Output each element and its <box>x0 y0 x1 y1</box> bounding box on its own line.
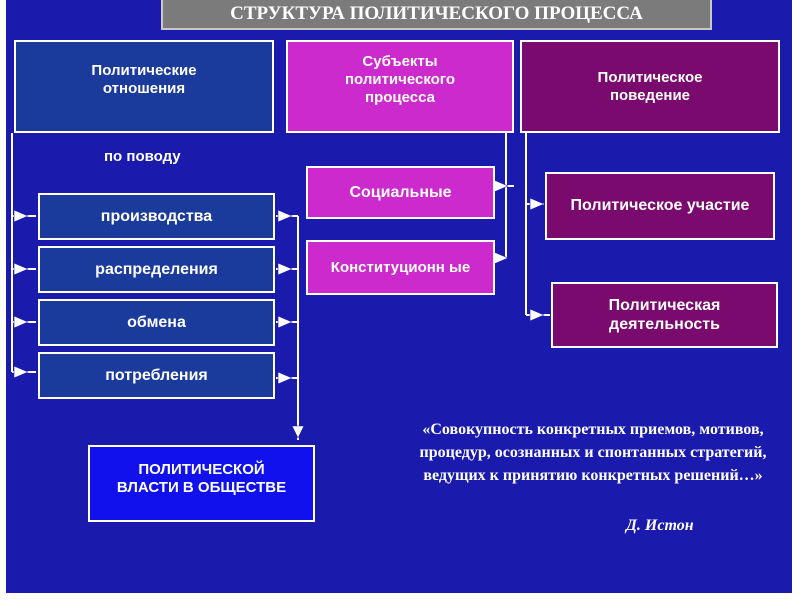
relations-item-label: распределения <box>95 260 218 278</box>
behavior-header-label: Политическое поведение <box>597 68 703 104</box>
subject-item-label: Конституционн ые <box>330 258 471 276</box>
quote-author: Д. Истон <box>626 517 694 534</box>
slide: СТРУКТУРА ПОЛИТИЧЕСКОГО ПРОЦЕССА <box>6 0 792 593</box>
relations-item: обмена <box>38 299 275 346</box>
behavior-item-label: Политическая деятельность <box>608 296 721 333</box>
relations-item-label: производства <box>100 207 213 225</box>
subject-item: Социальные <box>306 166 495 219</box>
subject-item: Конституционн ые <box>306 240 495 295</box>
relations-item: потребления <box>38 352 275 399</box>
subject-item-label: Социальные <box>349 183 452 201</box>
relations-item-label: обмена <box>127 313 186 331</box>
relations-label: по поводу <box>104 148 181 165</box>
relations-header-label: Политические отношения <box>91 61 197 97</box>
quote-text: «Совокупность конкретных приемов, мотиво… <box>419 421 767 485</box>
power-box-label: ПОЛИТИЧЕСКОЙ ВЛАСТИ В ОБЩЕСТВЕ <box>116 460 287 496</box>
behavior-header: Политическое поведение <box>520 40 780 133</box>
relations-item: производства <box>38 193 275 240</box>
subjects-header-label: Субъекты политического процесса <box>344 52 456 106</box>
behavior-item-label: Политическое участие <box>570 197 750 215</box>
relations-item: распределения <box>38 246 275 293</box>
slide-title: СТРУКТУРА ПОЛИТИЧЕСКОГО ПРОЦЕССА <box>161 0 712 30</box>
relations-header: Политические отношения <box>14 40 274 133</box>
power-box: ПОЛИТИЧЕСКОЙ ВЛАСТИ В ОБЩЕСТВЕ <box>88 445 315 522</box>
subjects-header: Субъекты политического процесса <box>286 40 514 133</box>
connector-lines <box>11 133 550 440</box>
behavior-item: Политическое участие <box>545 172 775 240</box>
behavior-item: Политическая деятельность <box>551 282 778 348</box>
relations-item-label: потребления <box>105 366 208 384</box>
